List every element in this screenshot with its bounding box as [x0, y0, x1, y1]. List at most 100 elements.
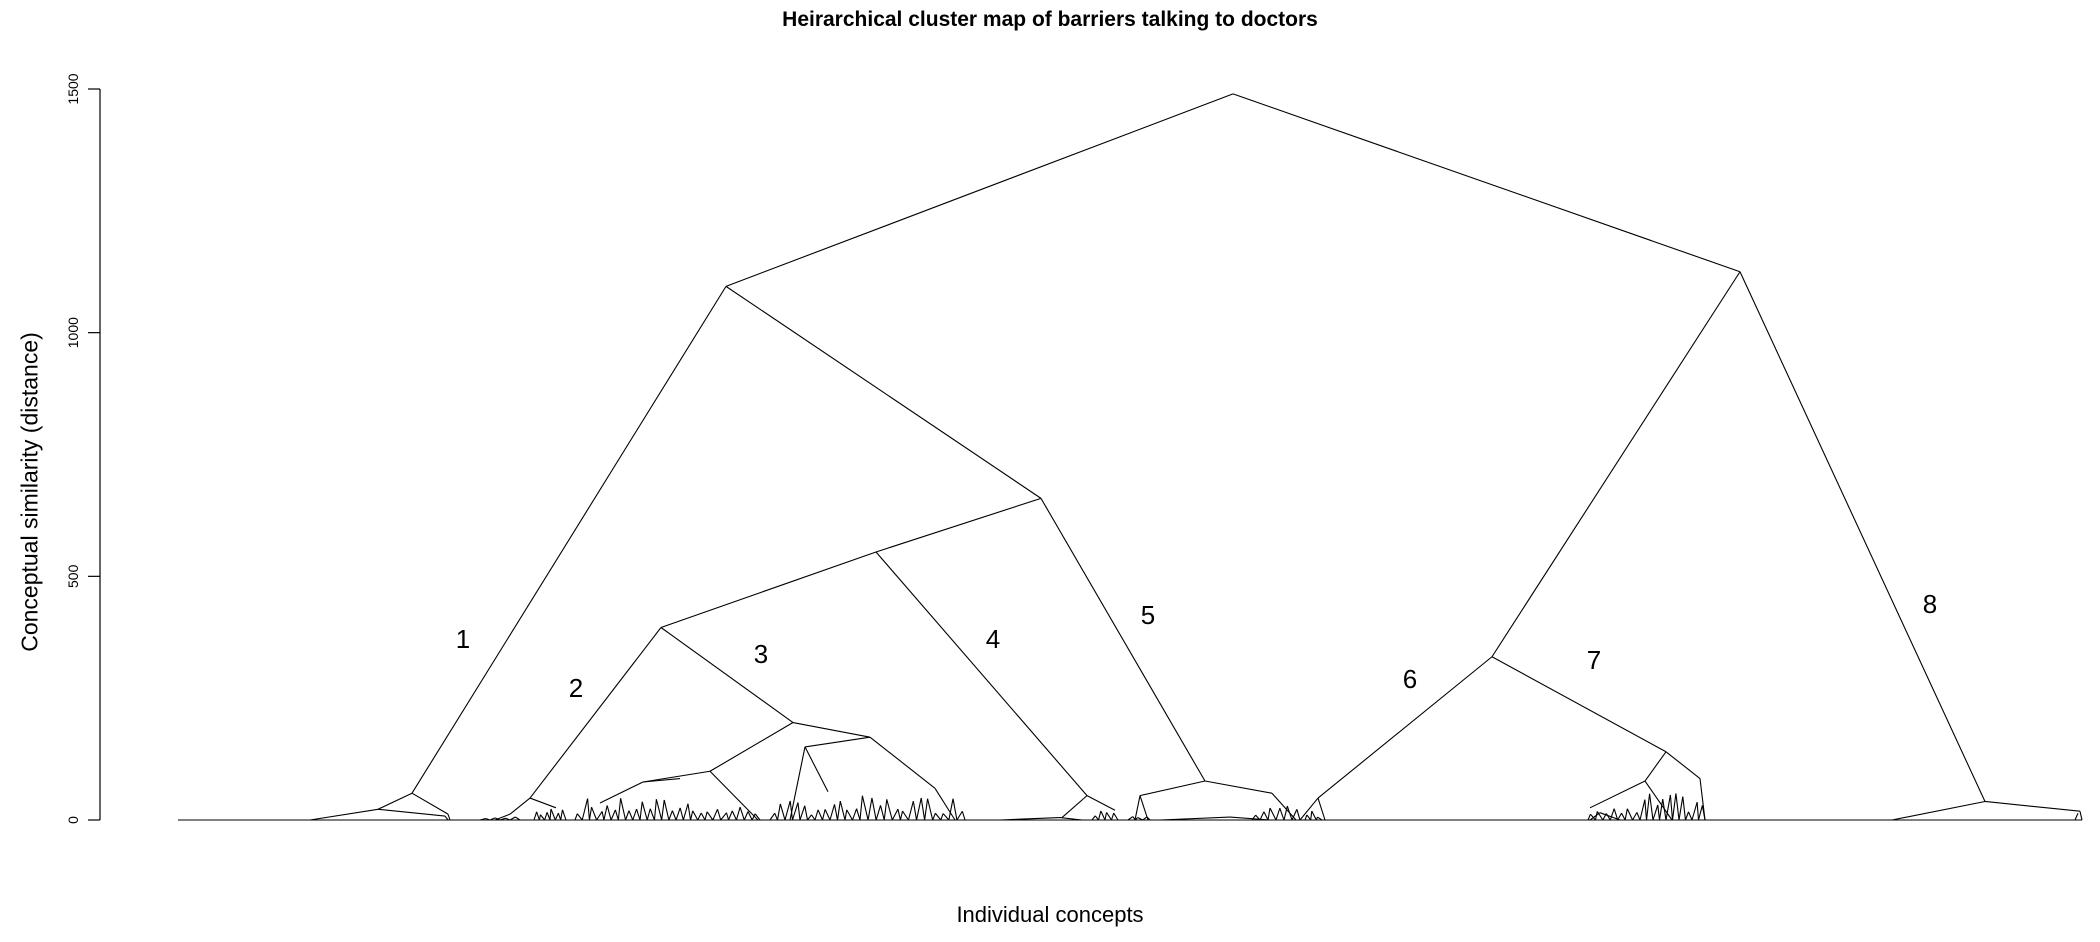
dendrogram-branches — [178, 93, 2083, 821]
leaf-branch — [833, 804, 839, 821]
leaf-branch — [625, 810, 630, 821]
leaf-branch — [614, 809, 619, 821]
leaf-branch — [940, 813, 944, 821]
leaf-branch — [603, 805, 608, 821]
branch-cluster-1 — [411, 286, 727, 794]
leaf-branch — [902, 810, 909, 821]
chart-title: Heirarchical cluster map of barriers tal… — [782, 8, 1318, 31]
leaf-branch — [587, 798, 590, 821]
leaf-branch — [791, 802, 799, 821]
leaf-branch — [617, 798, 622, 821]
leaf-branch — [1269, 807, 1277, 821]
leaf-branch — [485, 817, 491, 821]
dendrogram-branch — [1984, 800, 2081, 812]
leaf-branch — [1132, 816, 1136, 821]
branch-cluster-4 — [875, 551, 1088, 796]
leaf-branch — [668, 810, 673, 821]
leaf-branch — [1590, 813, 1596, 821]
leaf-branch — [560, 809, 564, 821]
dendrogram-branch — [1891, 800, 1986, 821]
dendrogram-branch — [934, 788, 956, 821]
dendrogram-branch — [509, 797, 531, 815]
leaf-branch — [596, 811, 603, 821]
leaf-branch — [725, 812, 730, 821]
leaf-branch — [1311, 810, 1317, 821]
leaf-branch — [916, 797, 922, 821]
leaf-branch — [1684, 811, 1690, 821]
leaf-branch — [1701, 805, 1706, 821]
leaf-branch — [679, 807, 684, 821]
dendrogram-branch — [1644, 751, 1667, 782]
leaf-branch — [1665, 794, 1671, 821]
branch-C-E — [875, 497, 1042, 553]
leaf-branch — [886, 799, 893, 821]
cluster-label-2: 2 — [569, 673, 583, 703]
leaf-branch — [875, 805, 882, 821]
leaf-branch — [1645, 793, 1651, 821]
y-tick-label: 500 — [65, 564, 81, 588]
leaf-branch — [682, 803, 689, 821]
branch-cluster-6 — [1317, 656, 1493, 799]
leaf-branch — [494, 817, 501, 821]
dendrogram-branch — [2074, 812, 2079, 821]
leaf-branch — [646, 808, 651, 821]
leaf-branch — [550, 808, 556, 821]
leaf-branch — [784, 800, 791, 821]
branch-cluster-5 — [1040, 498, 1206, 782]
root-branch-left — [725, 93, 1234, 287]
leaf-branch — [661, 799, 665, 821]
leaf-branch — [1291, 809, 1298, 821]
leaf-branch — [836, 801, 841, 821]
leaf-branch — [1636, 812, 1641, 821]
leaf-branch — [844, 809, 848, 821]
leaf-branch — [1142, 816, 1148, 821]
leaf-branch — [1091, 815, 1096, 821]
dendrogram-branch — [1599, 812, 1621, 821]
cluster-label-7: 7 — [1587, 645, 1601, 675]
leaf-branch — [735, 807, 741, 821]
leaf-branch — [1596, 811, 1604, 821]
leaf-branch — [554, 812, 559, 821]
leaf-branch — [601, 811, 605, 821]
leaf-branch — [1669, 794, 1674, 821]
cluster-label-3: 3 — [754, 639, 768, 669]
leaf-branch — [700, 812, 706, 821]
leaf-branch — [743, 811, 749, 821]
dendrogram-branch — [1139, 795, 1149, 821]
leaf-branch — [924, 798, 929, 821]
leaf-branch — [704, 811, 708, 821]
dendrogram-branch — [1299, 797, 1319, 821]
leaf-branch — [952, 798, 958, 821]
leaf-branch — [880, 805, 885, 821]
leaf-branch — [797, 802, 801, 821]
leaf-branch — [557, 813, 562, 821]
leaf-branch — [536, 811, 540, 821]
leaf-branch — [712, 809, 719, 821]
branch-cluster-8 — [1739, 271, 1986, 802]
leaf-branch — [499, 817, 506, 821]
leaf-branch — [1279, 808, 1285, 821]
leaf-branch — [1283, 806, 1288, 821]
leaf-branch — [591, 807, 598, 821]
leaf-branch — [687, 803, 692, 821]
dendrogram-branch — [999, 817, 1061, 821]
leaf-branch — [509, 816, 516, 821]
leaf-branch — [932, 813, 936, 821]
leaf-branch — [1310, 811, 1313, 821]
dendrogram-branch — [447, 813, 451, 821]
leaf-branch — [546, 812, 551, 821]
leaf-branch — [814, 809, 819, 821]
leaf-branch — [776, 803, 781, 821]
leaf-branch — [774, 812, 779, 821]
leaf-branch — [1094, 815, 1099, 821]
cluster-label-4: 4 — [986, 624, 1000, 654]
leaf-branch — [811, 814, 816, 821]
leaf-branch — [1267, 807, 1271, 821]
dendrogram-branch — [1061, 795, 1088, 818]
leaf-branch — [883, 799, 888, 821]
leaf-branch — [574, 813, 578, 821]
leaf-branch — [839, 801, 846, 821]
dendrogram-branch — [529, 797, 557, 809]
dendrogram-branch — [599, 781, 644, 804]
leaf-branch — [1658, 799, 1664, 821]
